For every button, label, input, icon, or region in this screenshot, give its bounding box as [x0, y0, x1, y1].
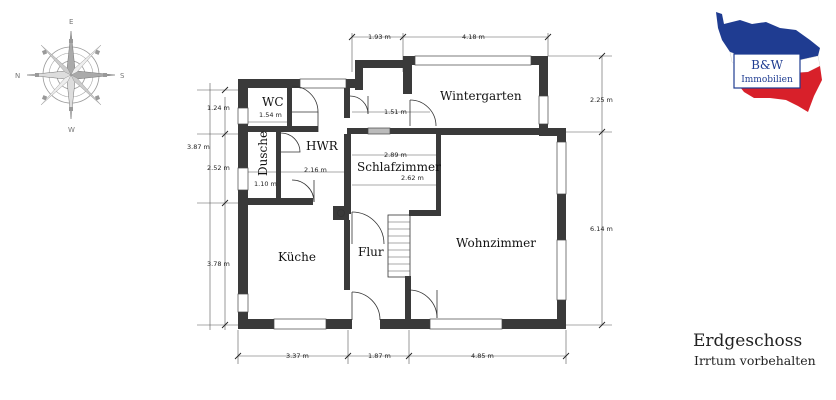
dim-wc-height: 1.24 m [207, 104, 230, 112]
compass-label-left: N [15, 72, 20, 80]
dim-top-left: 1.93 m [368, 33, 391, 41]
doors [280, 85, 438, 330]
dim-bottom-mid: 1.87 m [368, 352, 391, 360]
logo-tagline-text: Immobilien [741, 75, 793, 85]
room-label-schlafzimmer: Schlafzimmer [357, 160, 441, 174]
logo-brand-text: B&W [751, 58, 784, 72]
interior-detail-lines [248, 111, 436, 278]
room-label-hwr: HWR [306, 139, 339, 153]
dimension-labels: 1.93 m 4.18 m 1.24 m 1.54 m 1.51 m 3.87 … [187, 33, 613, 360]
dim-hwr-width: 2.16 m [304, 166, 327, 174]
room-labels: WC HWR Dusche Wintergarten Schlafzimmer … [256, 89, 536, 264]
dim-wc-width: 1.54 m [259, 111, 282, 119]
compass-label-top: E [69, 18, 73, 26]
brand-logo: B&W Immobilien [716, 12, 822, 112]
dim-schlaf-width: 2.89 m [384, 151, 407, 159]
room-label-wintergarten: Wintergarten [440, 89, 522, 103]
compass-rose-icon: E S W N [15, 18, 125, 134]
compass-label-right: S [120, 72, 125, 80]
dim-schlaf-height: 2.62 m [401, 174, 424, 182]
dim-right-lower: 6.14 m [590, 225, 613, 233]
dim-hall-width: 1.51 m [384, 108, 407, 116]
dim-bottom-right: 4.85 m [471, 352, 494, 360]
dim-left-upper: 3.87 m [187, 143, 210, 151]
room-label-kueche: Küche [278, 250, 316, 264]
dim-left-lower: 3.78 m [207, 260, 230, 268]
room-label-dusche: Dusche [256, 131, 270, 176]
room-label-wohnzimmer: Wohnzimmer [456, 236, 536, 250]
compass-label-bottom: W [68, 126, 75, 134]
dim-dusche-width: 1.10 m [254, 180, 277, 188]
room-label-wc: WC [262, 95, 284, 109]
dimension-lines [197, 33, 612, 364]
plan-title: Erdgeschoss [693, 331, 803, 351]
dim-bottom-left: 3.37 m [286, 352, 309, 360]
dim-top-right: 4.18 m [462, 33, 485, 41]
logo-map-blue [716, 12, 820, 60]
dim-left-mid: 2.52 m [207, 164, 230, 172]
plan-subtitle: Irrtum vorbehalten [694, 353, 816, 368]
room-label-flur: Flur [358, 245, 384, 259]
dim-right-upper: 2.25 m [590, 96, 613, 104]
logo-text-box [733, 53, 801, 89]
windows [237, 55, 567, 330]
